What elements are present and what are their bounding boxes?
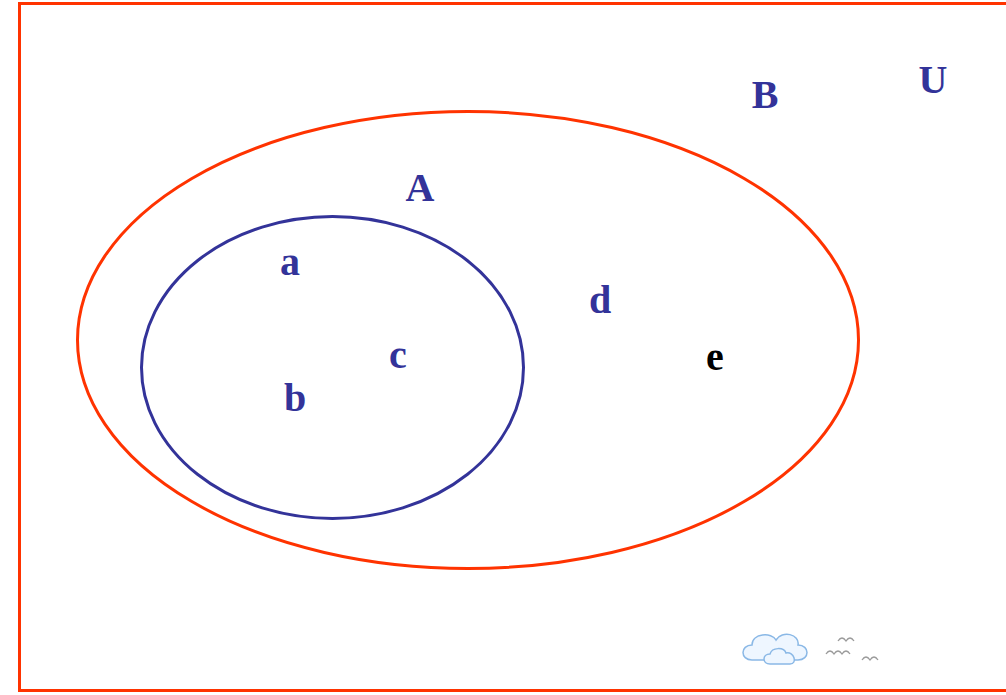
set-label: U [919, 60, 948, 100]
set-ellipse: BdeAabc [76, 110, 860, 570]
bird-lines [826, 638, 878, 660]
set-label: B [752, 75, 779, 115]
element-label: c [389, 335, 407, 375]
element-label: d [589, 280, 611, 320]
element-label: a [280, 242, 300, 282]
set-label: A [406, 168, 435, 208]
cloud-icon [743, 634, 807, 664]
ellipse-outline [140, 215, 525, 520]
element-label: b [284, 378, 306, 418]
subset-ellipse: Aabc [140, 215, 525, 520]
element-label: e [706, 337, 724, 377]
ellipse-outline [76, 110, 860, 570]
universe-rectangle: U Bd e Aa b c [18, 2, 1006, 692]
